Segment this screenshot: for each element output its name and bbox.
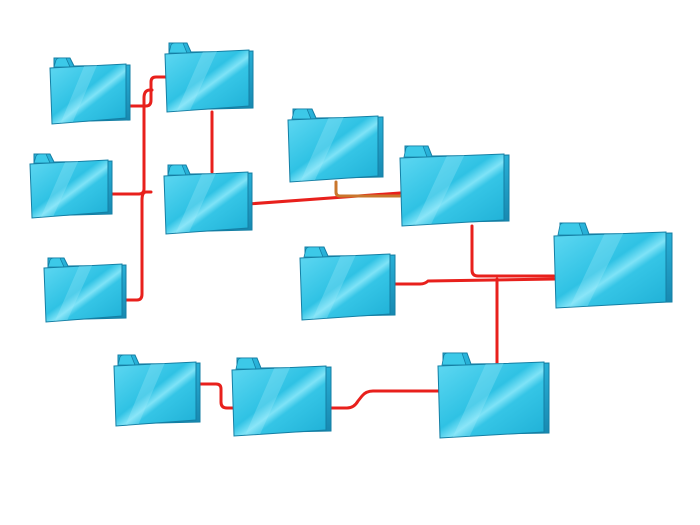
folder-icon[interactable] bbox=[287, 108, 384, 183]
connector-f8-f9 bbox=[388, 277, 558, 286]
folder-gloss bbox=[312, 255, 356, 319]
folders-layer bbox=[29, 42, 673, 439]
folder-gloss bbox=[245, 367, 291, 435]
connector-f3-f2 bbox=[106, 88, 154, 196]
folder-front bbox=[231, 365, 327, 437]
folder-front bbox=[287, 115, 379, 183]
folder-tab bbox=[303, 246, 324, 258]
folder-front bbox=[49, 63, 127, 125]
connector-f10-f11 bbox=[194, 382, 235, 410]
folder-tab bbox=[557, 222, 584, 236]
folder-icon[interactable] bbox=[113, 354, 201, 427]
folder-tab bbox=[441, 352, 467, 366]
folder-front bbox=[164, 49, 250, 113]
folder-front bbox=[163, 171, 249, 235]
folder-icon[interactable] bbox=[553, 222, 673, 309]
folder-gloss bbox=[60, 65, 98, 123]
folder-icon[interactable] bbox=[399, 145, 510, 227]
folder-icon[interactable] bbox=[43, 257, 127, 323]
folder-tab bbox=[291, 108, 312, 120]
folder-front bbox=[553, 231, 667, 309]
folder-tab bbox=[403, 145, 428, 158]
connector-f11-f12 bbox=[324, 389, 442, 410]
connector-f4-f2 bbox=[120, 190, 153, 302]
folder-front bbox=[437, 361, 545, 439]
folder-icon[interactable] bbox=[164, 42, 254, 113]
folder-front bbox=[29, 159, 109, 219]
connector-f6-f7 bbox=[334, 180, 402, 198]
folder-gloss bbox=[40, 161, 79, 217]
folder-gloss bbox=[414, 155, 465, 225]
folder-gloss bbox=[125, 363, 165, 425]
folder-tab bbox=[117, 354, 136, 366]
folder-tab bbox=[53, 57, 71, 68]
folder-front bbox=[299, 253, 391, 321]
folder-tab bbox=[33, 153, 51, 164]
folder-gloss bbox=[569, 233, 624, 307]
folder-gloss bbox=[300, 117, 344, 181]
folder-icon[interactable] bbox=[29, 153, 113, 219]
connector-f7-f9 bbox=[470, 224, 556, 278]
folder-icon[interactable] bbox=[437, 352, 550, 439]
folder-gloss bbox=[175, 173, 217, 233]
folder-icon[interactable] bbox=[49, 57, 131, 125]
folder-tab bbox=[167, 164, 187, 176]
folder-tab bbox=[168, 42, 188, 54]
folder-tab bbox=[47, 257, 65, 268]
connections-layer bbox=[106, 75, 558, 410]
folder-icon[interactable] bbox=[299, 246, 396, 321]
folder-gloss bbox=[452, 363, 504, 437]
folder-front bbox=[113, 361, 197, 427]
folder-front bbox=[399, 153, 505, 227]
folder-front bbox=[43, 263, 123, 323]
folder-gloss bbox=[176, 51, 218, 111]
folder-tab bbox=[235, 357, 257, 370]
folder-icon[interactable] bbox=[231, 357, 332, 437]
folder-gloss bbox=[54, 265, 93, 321]
folder-icon[interactable] bbox=[163, 164, 253, 235]
